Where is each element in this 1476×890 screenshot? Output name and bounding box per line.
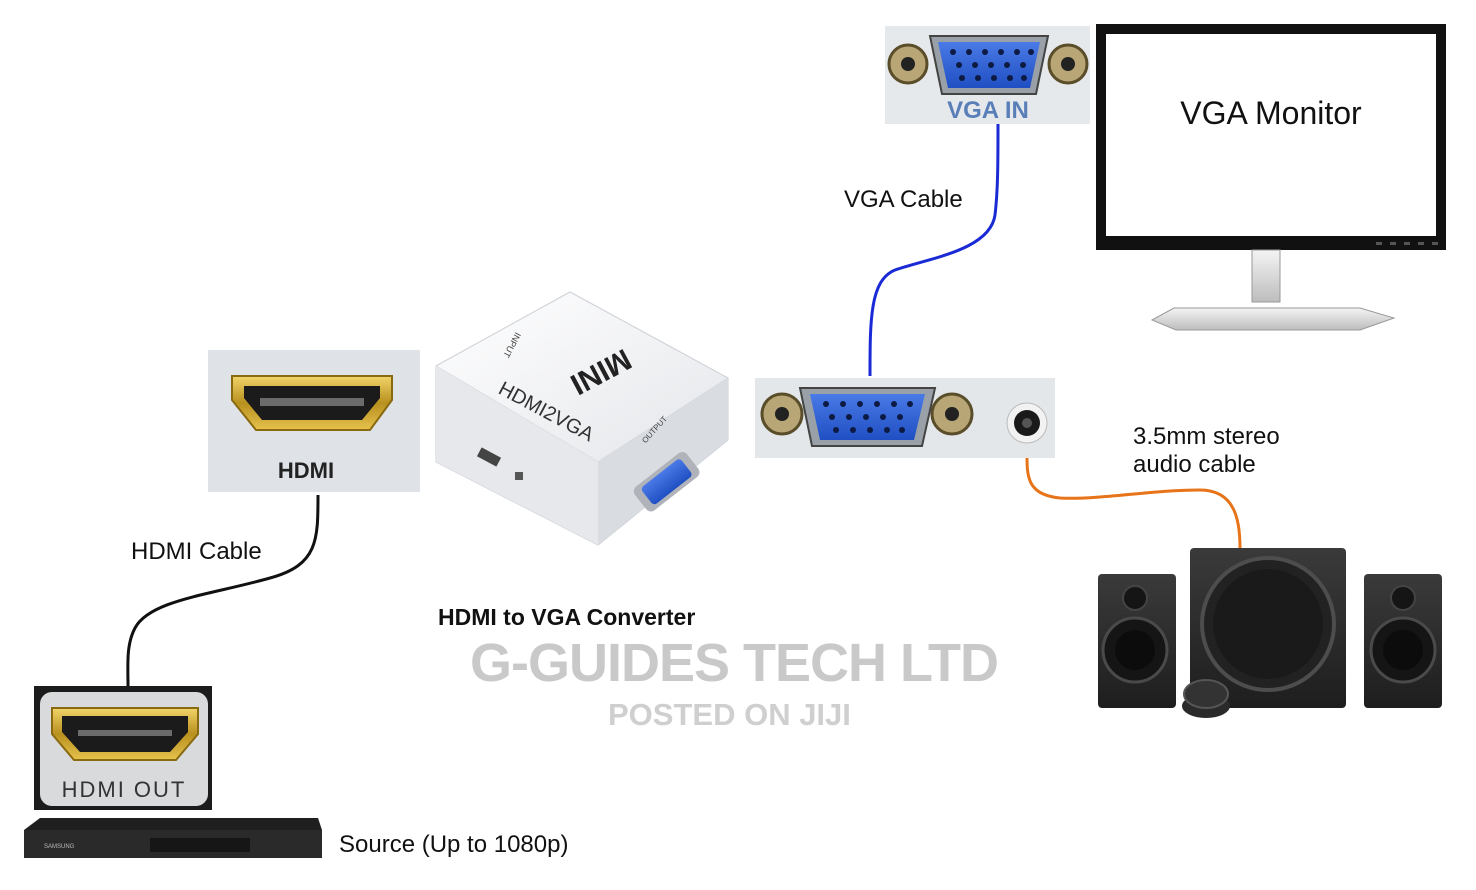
hdmi-cable — [126, 494, 320, 687]
hdmi-port-label: HDMI — [278, 458, 334, 483]
player-brand-text: SAMSUNG — [44, 844, 75, 850]
converter-label: HDMI to VGA Converter — [438, 604, 696, 630]
vga-in-panel: VGA IN — [885, 26, 1090, 124]
vga-audio-output-panel — [755, 378, 1055, 458]
audio-cable — [1025, 457, 1242, 549]
vga-monitor-label: VGA Monitor — [1180, 95, 1362, 131]
audio-cable-label-line1: 3.5mm stereo — [1133, 423, 1280, 450]
source-player: SAMSUNG — [24, 818, 322, 858]
watermark-company: G-GUIDES TECH LTD — [470, 633, 999, 693]
audio-cable-label-line2: audio cable — [1133, 451, 1256, 478]
vga-cable — [868, 121, 1000, 377]
vga-in-label: VGA IN — [947, 97, 1029, 124]
vga-cable-label: VGA Cable — [844, 186, 963, 213]
watermark-posted: POSTED ON JIJI — [608, 697, 851, 732]
speaker-system — [1098, 548, 1442, 718]
hdmi-port-panel: HDMI — [208, 350, 420, 492]
source-label: Source (Up to 1080p) — [339, 831, 569, 858]
hdmi-out-panel: HDMI OUT — [34, 686, 212, 810]
hdmi-cable-label: HDMI Cable — [131, 538, 262, 565]
vga-monitor: VGA Monitor — [1096, 24, 1446, 331]
hdmi-out-label: HDMI OUT — [62, 777, 187, 802]
hdmi-to-vga-converter: MINI HDMI2VGA INPUT OUTPUT — [434, 291, 729, 546]
